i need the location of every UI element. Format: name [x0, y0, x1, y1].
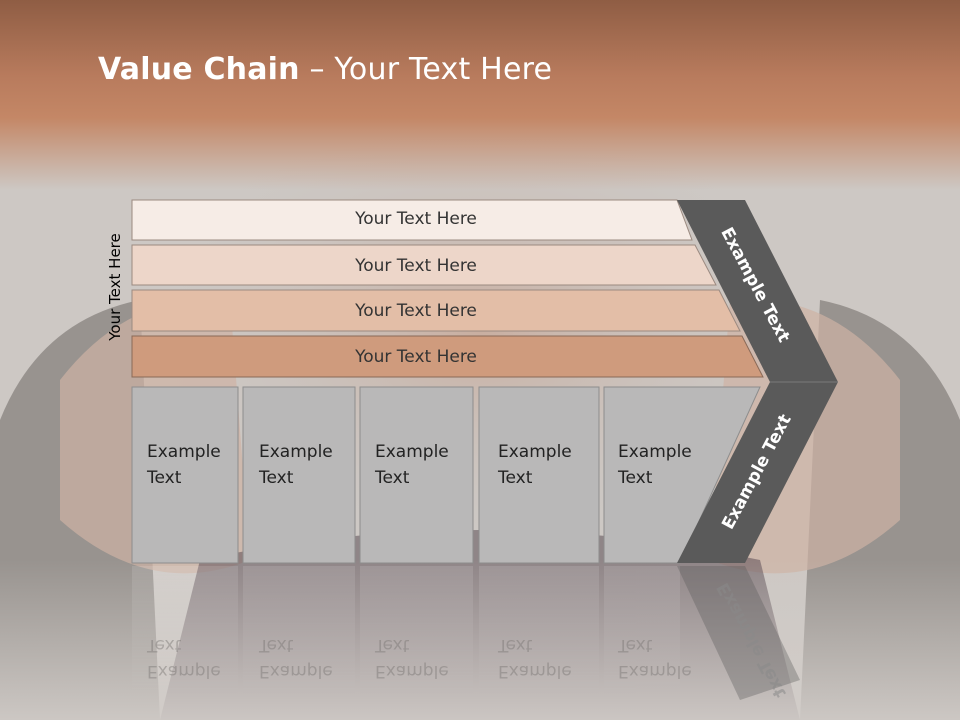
activity-label-4-line2: Text — [498, 468, 533, 488]
activity-reflection-3: Example Text — [375, 632, 449, 684]
support-bar-label-3: Your Text Here — [355, 301, 477, 321]
activity-reflection-5-line2: Text — [618, 635, 653, 655]
activity-reflection-5-line1: Example — [618, 661, 692, 681]
activity-reflection-1-line2: Text — [147, 635, 182, 655]
activity-label-2-line2: Text — [259, 468, 294, 488]
support-bar-2 — [131, 244, 717, 286]
title-rest: – Your Text Here — [299, 52, 553, 87]
support-bar-label-1: Your Text Here — [355, 209, 477, 229]
activity-label-4-line1: Example — [498, 442, 572, 462]
activity-label-3-line2: Text — [375, 468, 410, 488]
title-bold: Value Chain — [98, 52, 300, 87]
support-bar-label-4: Your Text Here — [355, 347, 477, 367]
activity-reflection-1-line1: Example — [147, 661, 221, 681]
activity-reflection-1: Example Text — [147, 632, 221, 684]
activity-reflection-3-line2: Text — [375, 635, 410, 655]
chevron-upper — [677, 200, 838, 382]
activity-reflection-2: Example Text — [259, 632, 333, 684]
activity-reflection-3-line1: Example — [375, 661, 449, 681]
activity-label-2-line1: Example — [259, 442, 333, 462]
support-bar-3 — [131, 289, 741, 332]
activity-label-5-line1: Example — [618, 442, 692, 462]
support-bar-label-2: Your Text Here — [355, 256, 477, 276]
activity-reflection-2-line2: Text — [259, 635, 294, 655]
activity-reflection-4: Example Text — [498, 632, 572, 684]
activity-reflection-4-line2: Text — [498, 635, 533, 655]
activity-label-3-line1: Example — [375, 442, 449, 462]
activity-label-1-line2: Text — [147, 468, 182, 488]
support-bar-4 — [131, 335, 764, 378]
support-bar-1 — [131, 199, 693, 241]
activity-label-5-line2: Text — [618, 468, 653, 488]
chevron-lower — [677, 382, 838, 563]
activity-box-3 — [359, 386, 474, 564]
activity-label-1-line1: Example — [147, 442, 221, 462]
activity-box-1 — [131, 386, 239, 564]
activity-box-4 — [478, 386, 600, 564]
slide-title: Value Chain – Your Text Here — [98, 52, 552, 87]
activity-reflection-2-line1: Example — [259, 661, 333, 681]
header-band — [0, 0, 960, 190]
activity-reflection-4-line1: Example — [498, 661, 572, 681]
activity-reflection-5: Example Text — [618, 632, 692, 684]
activity-box-2 — [242, 386, 356, 564]
